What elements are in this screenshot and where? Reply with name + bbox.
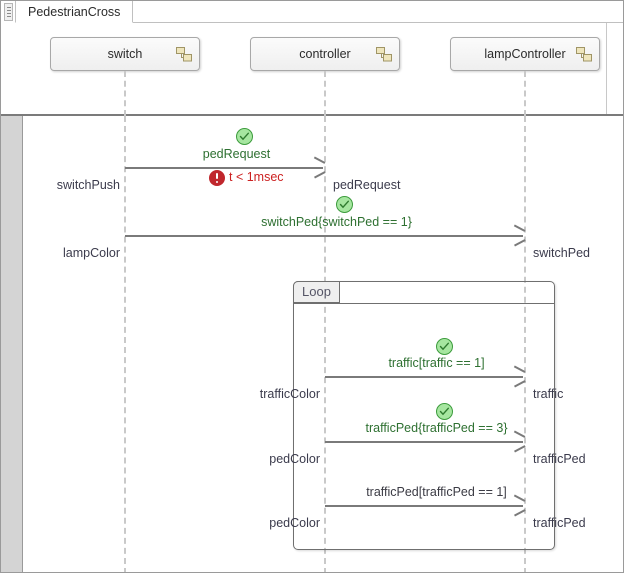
tab-bar-empty-area [125, 1, 623, 23]
port-label-pedrequest[interactable]: pedRequest [333, 178, 401, 192]
lifeline-label-switch: switch [107, 47, 143, 61]
green-check-icon [336, 196, 353, 213]
message-label-pedrequest[interactable]: pedRequest [202, 147, 271, 161]
grip-handle-icon[interactable] [4, 3, 13, 21]
message-label-switchped[interactable]: switchPed{switchPed == 1} [261, 215, 412, 229]
message-arrow-trafficped-curly[interactable] [325, 441, 523, 443]
diagram-canvas[interactable]: pedRequest t < 1msec switchPush pedReque… [24, 116, 623, 572]
message-label-traffic[interactable]: traffic[traffic == 1] [388, 356, 485, 370]
lifeline-head-controller[interactable]: controller [250, 37, 400, 71]
port-label-traffic[interactable]: traffic [533, 387, 564, 401]
tab-pedestriancross[interactable]: PedestrianCross [15, 1, 134, 23]
arrowhead-icon [513, 365, 526, 388]
lifeline-switch [124, 116, 126, 572]
editor-gutter[interactable] [1, 116, 23, 572]
port-label-trafficped-2[interactable]: trafficPed [533, 516, 586, 530]
port-label-trafficped[interactable]: trafficPed [533, 452, 586, 466]
lifeline-controller [324, 116, 326, 572]
fragment-operator-label[interactable]: Loop [293, 281, 340, 303]
block-icon [174, 45, 194, 64]
port-label-trafficcolor[interactable]: trafficColor [259, 387, 320, 401]
arrowhead-icon [513, 494, 526, 517]
combined-fragment-loop[interactable]: Loop [293, 281, 555, 550]
red-error-icon [209, 170, 225, 186]
message-arrow-traffic[interactable] [325, 376, 523, 378]
green-check-icon [436, 403, 453, 420]
arrowhead-icon [513, 430, 526, 453]
lifeline-stub-controller [324, 71, 326, 116]
message-label-trafficped-bracket[interactable]: trafficPed[trafficPed == 1] [366, 485, 507, 499]
message-constraint-t-lt-1msec[interactable]: t < 1msec [229, 170, 284, 184]
header-separator-rule [1, 114, 623, 116]
block-icon [374, 45, 394, 64]
port-label-pedcolor-2[interactable]: pedColor [269, 516, 320, 530]
arrowhead-icon [313, 156, 326, 179]
block-icon [574, 45, 594, 64]
green-check-icon [236, 128, 253, 145]
fragment-header-rule [294, 303, 554, 304]
port-label-pedcolor[interactable]: pedColor [269, 452, 320, 466]
port-label-switchpush[interactable]: switchPush [56, 178, 120, 192]
green-check-icon [436, 338, 453, 355]
lifeline-head-lampcontroller[interactable]: lampController [450, 37, 600, 71]
message-arrow-pedrequest[interactable] [125, 167, 323, 169]
message-arrow-switchped[interactable] [125, 235, 523, 237]
message-label-trafficped-curly[interactable]: trafficPed{trafficPed == 3} [365, 421, 508, 435]
lifeline-label-lampcontroller: lampController [484, 47, 566, 61]
lifeline-label-controller: controller [299, 47, 351, 61]
lifeline-lampcontroller [524, 116, 526, 572]
lifeline-head-switch[interactable]: switch [50, 37, 200, 71]
port-label-lampcolor[interactable]: lampColor [63, 246, 120, 260]
message-arrow-trafficped-bracket[interactable] [325, 505, 523, 507]
lifeline-stub-switch [124, 71, 126, 116]
tab-bar: PedestrianCross [1, 1, 623, 23]
arrowhead-icon [513, 224, 526, 247]
lifeline-stub-lampcontroller [524, 71, 526, 116]
port-label-switchped[interactable]: switchPed [533, 246, 590, 260]
